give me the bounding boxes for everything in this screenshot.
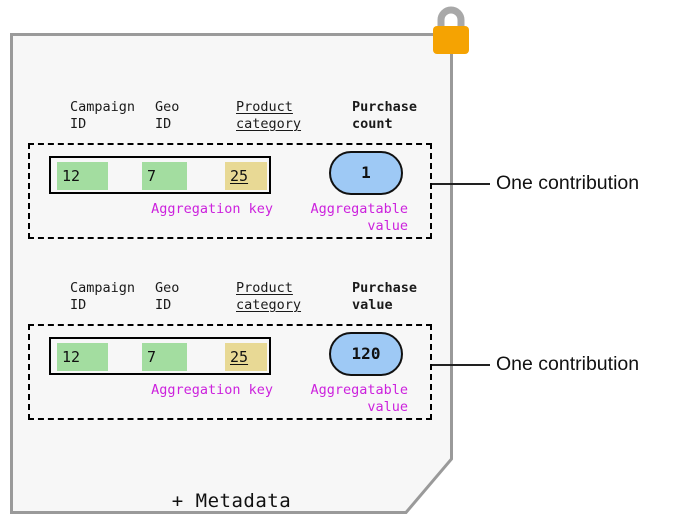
caption-aggregatable-value: Aggregatable value [310, 382, 408, 415]
header-campaign-id: Campaign ID [70, 280, 136, 313]
key-cell-campaign-id: 12 [57, 162, 108, 190]
aggregation-key-box: 12 7 25 [49, 337, 271, 375]
padlock-icon [428, 4, 474, 62]
annotation-one-contribution-1: One contribution [496, 172, 640, 194]
key-cell-campaign-id: 12 [57, 343, 108, 371]
aggregation-key-box: 12 7 25 [49, 156, 271, 194]
caption-aggregation-key: Aggregation key [151, 382, 273, 398]
column-headers: Campaign ID Geo ID Product category Purc… [48, 95, 432, 143]
header-aggregatable-value: Purchase value [352, 280, 418, 313]
header-campaign-id: Campaign ID [70, 99, 136, 132]
header-product-category: Product category [236, 280, 302, 313]
contribution-outline: 12 7 25 120 Aggregation key Aggregatable… [28, 324, 432, 420]
key-cell-product-category: 25 [225, 162, 267, 190]
header-product-category: Product category [236, 99, 302, 132]
contribution-outline: 12 7 25 1 Aggregation key Aggregatable v… [28, 143, 432, 239]
annotation-one-contribution-2: One contribution [496, 353, 640, 375]
aggregatable-value-pill: 1 [329, 151, 403, 195]
header-geo-id: Geo ID [155, 280, 180, 313]
aggregatable-value-pill: 120 [329, 332, 403, 376]
key-cell-product-category-text: 25 [230, 167, 249, 185]
leader-line-1 [432, 183, 490, 185]
caption-aggregation-key: Aggregation key [151, 201, 273, 217]
key-cell-product-category-text: 25 [230, 348, 249, 366]
header-geo-id: Geo ID [155, 99, 180, 132]
key-cell-geo-id: 7 [142, 343, 187, 371]
header-aggregatable-value: Purchase count [352, 99, 418, 132]
leader-line-2 [432, 364, 490, 366]
key-cell-geo-id: 7 [142, 162, 187, 190]
column-headers: Campaign ID Geo ID Product category Purc… [48, 276, 432, 324]
key-cell-product-category: 25 [225, 343, 267, 371]
contribution-block-2: Campaign ID Geo ID Product category Purc… [28, 276, 432, 420]
contribution-block-1: Campaign ID Geo ID Product category Purc… [28, 95, 432, 239]
caption-aggregatable-value: Aggregatable value [310, 201, 408, 234]
